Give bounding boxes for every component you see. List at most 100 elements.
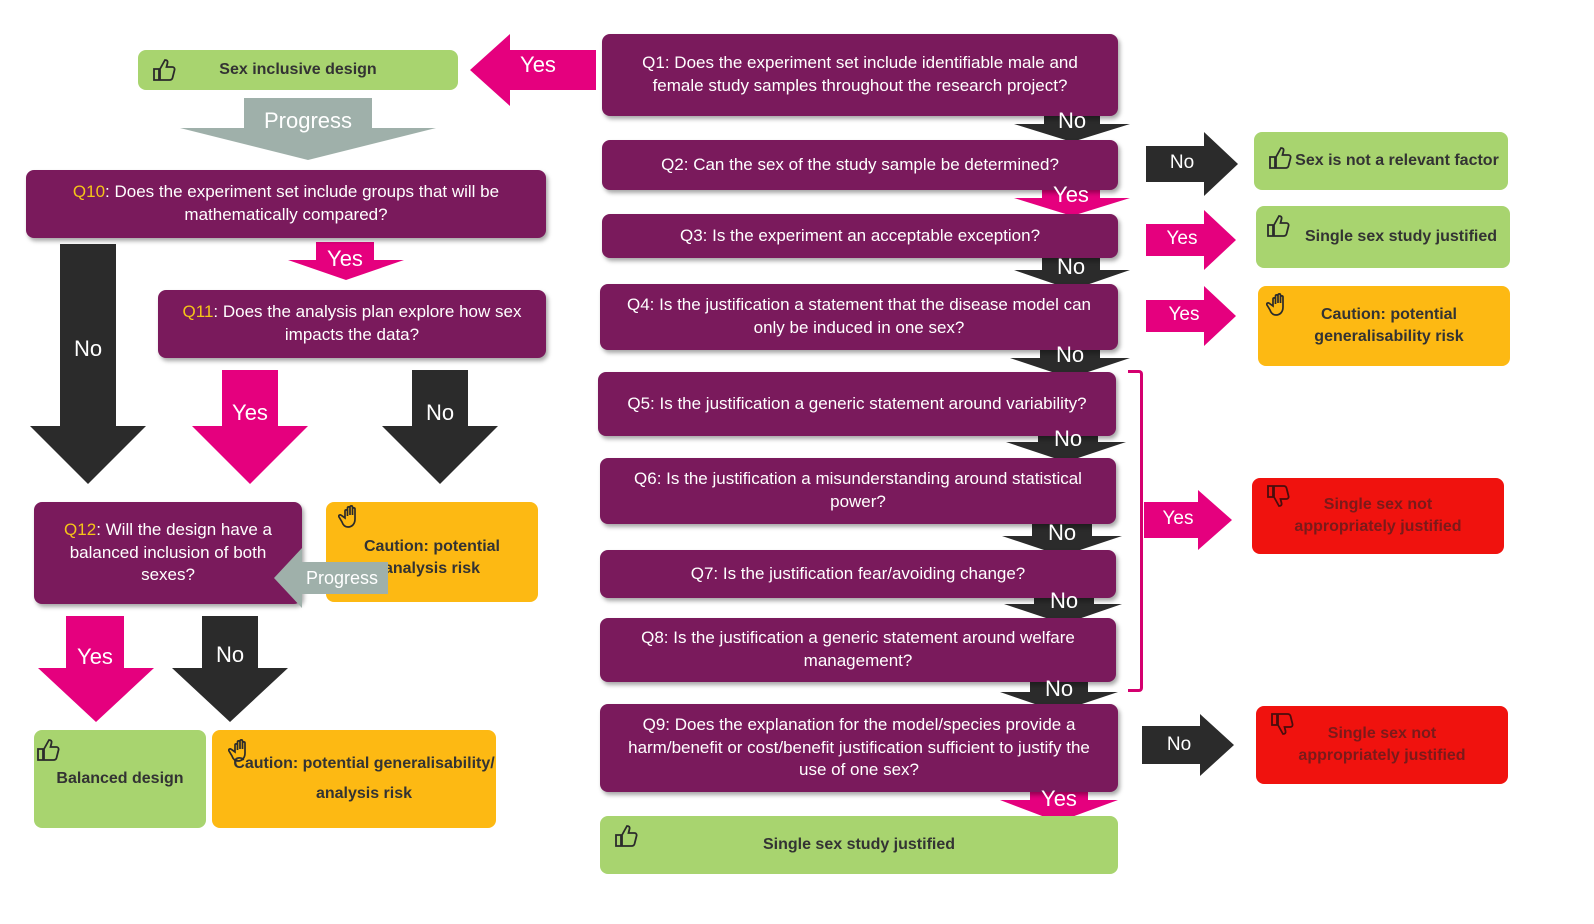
label-yes-q4: Yes [1168,304,1200,325]
label-progress-left: Progress [305,568,379,588]
yes-arrow-q12 [38,616,154,722]
hand-stop-icon [1266,293,1284,316]
label-yes-q2: Yes [1053,182,1089,207]
q3-text: Q3: Is the experiment an acceptable exce… [679,225,1041,245]
single-justified-q3-label: Single sex study justified [1304,228,1498,246]
no-arrow-q8 [1000,676,1118,712]
q10-text: : Does the experiment set include groups… [105,182,500,224]
caution-general-label: Caution: potential generalisability risk [1314,306,1464,345]
q7-text: Q7: Is the justification fear/avoiding c… [690,563,1026,583]
question-q7: Q7: Is the justification fear/avoiding c… [600,550,1116,598]
label-no-q5: No [1053,426,1083,451]
thumbs-up-icon [37,739,60,761]
label-yes-q1: Yes [520,52,556,77]
question-q3: Q3: Is the experiment an acceptable exce… [602,214,1118,258]
q10-number: Q10 [72,182,106,202]
thumbs-up-icon [153,59,176,81]
question-q2: Q2: Can the sex of the study sample be d… [602,140,1118,190]
label-no-q8: No [1044,676,1074,701]
label-no-q1: No [1057,108,1087,133]
question-q5: Q5: Is the justification a generic state… [598,372,1116,436]
no-arrow-q3 [1014,254,1130,290]
question-q10: Q10: Does the experiment set include gro… [26,170,546,238]
caution-ga-label-2: analysis risk [315,785,413,802]
label-no-q11: No [425,400,455,425]
not-justified-q5-q8-label: Single sex not appropriately justified [1294,496,1462,535]
caution-analysis-label: Caution: potential analysis risk [364,538,500,577]
label-yes-q10: Yes [327,246,363,271]
outcome-not-justified-q9: Single sex not appropriately justified [1256,706,1508,784]
question-q12: Q12: Will the design have a balanced inc… [34,502,302,604]
q11-text: : Does the analysis plan explore how sex… [213,302,522,344]
outcome-not-justified-q5-q8: Single sex not appropriately justified [1252,478,1504,554]
not-relevant-label: Sex is not a relevant factor [1295,152,1499,170]
label-no-q12: No [215,642,245,667]
thumbs-up-icon [1269,147,1292,169]
yes-arrow-q11 [192,370,308,484]
thumbs-up-icon [615,825,638,847]
not-justified-q9-label: Single sex not appropriately justified [1298,725,1466,764]
thumbs-down-icon [1267,485,1290,507]
yes-arrow-q5-q8 [1144,490,1232,550]
no-arrow-q2 [1146,132,1238,196]
question-q8: Q8: Is the justification a generic state… [600,618,1116,682]
label-no-q2: No [1169,152,1195,173]
no-arrow-q12 [172,616,288,722]
q9-text: Q9: Does the explanation for the model/s… [628,714,1090,780]
outcome-caution-generalisability-analysis: Caution: potential generalisability/ ana… [212,730,496,828]
outcome-single-justified-q3: Single sex study justified [1256,206,1510,268]
no-arrow-q1 [1014,106,1130,142]
yes-arrow-q2 [1014,182,1130,216]
q6-text: Q6: Is the justification a misunderstand… [634,469,1082,511]
q11-number: Q11 [182,302,214,322]
label-no-q9: No [1166,734,1192,755]
single-justified-final-label: Single sex study justified [762,836,956,854]
thumbs-down-icon [1271,713,1294,735]
outcome-sex-inclusive-design: Sex inclusive design [138,50,458,90]
q4-text: Q4: Is the justification a statement tha… [627,295,1091,337]
label-yes-q9: Yes [1041,786,1077,811]
question-q6: Q6: Is the justification a misunderstand… [600,458,1116,524]
sex-inclusive-label: Sex inclusive design [219,61,377,79]
label-no-q7: No [1049,588,1079,613]
progress-arrow-left [274,548,388,608]
caution-ga-label-1: Caution: potential generalisability/ [233,755,495,773]
label-yes-q12: Yes [77,644,113,669]
q2-text: Q2: Can the sex of the study sample be d… [661,154,1059,174]
thumbs-up-icon [1267,215,1290,237]
q12-number: Q12 [64,519,97,539]
question-q1: Q1: Does the experiment set include iden… [602,34,1118,116]
no-arrow-q6 [1002,518,1122,556]
question-q11: Q11: Does the analysis plan explore how … [158,290,546,358]
yes-arrow-q9 [1000,784,1118,822]
outcome-balanced-design: Balanced design [34,730,206,828]
no-arrow-q4 [1010,342,1130,378]
label-yes-q11: Yes [232,400,268,425]
hand-stop-icon [228,739,246,762]
no-arrow-q10 [30,244,146,484]
q5-text: Q5: Is the justification a generic state… [627,393,1087,413]
label-no-q3: No [1056,254,1086,279]
outcome-single-justified-final: Single sex study justified [600,816,1118,874]
label-no-q4: No [1055,342,1085,367]
yes-arrow-q1-left [470,34,596,106]
balanced-label: Balanced design [56,770,184,788]
yes-arrow-q3 [1146,210,1236,270]
label-yes-q5-q8: Yes [1162,508,1194,529]
outcome-not-relevant: Sex is not a relevant factor [1254,132,1508,190]
label-no-q10: No [73,336,103,361]
question-q9: Q9: Does the explanation for the model/s… [600,704,1118,792]
q8-text: Q8: Is the justification a generic state… [641,628,1075,670]
hand-stop-icon [338,505,356,528]
question-q4: Q4: Is the justification a statement tha… [600,284,1118,350]
no-arrow-q11 [382,370,498,484]
q1-text: Q1: Does the experiment set include iden… [642,53,1078,95]
label-yes-q3: Yes [1166,228,1198,249]
progress-arrow-down [180,98,436,160]
yes-arrow-q4 [1146,286,1236,346]
label-progress-top: Progress [263,108,353,133]
yes-arrow-q10 [288,242,404,280]
q12-text: : Will the design have a balanced inclus… [69,519,272,585]
no-arrow-q9 [1142,714,1234,776]
